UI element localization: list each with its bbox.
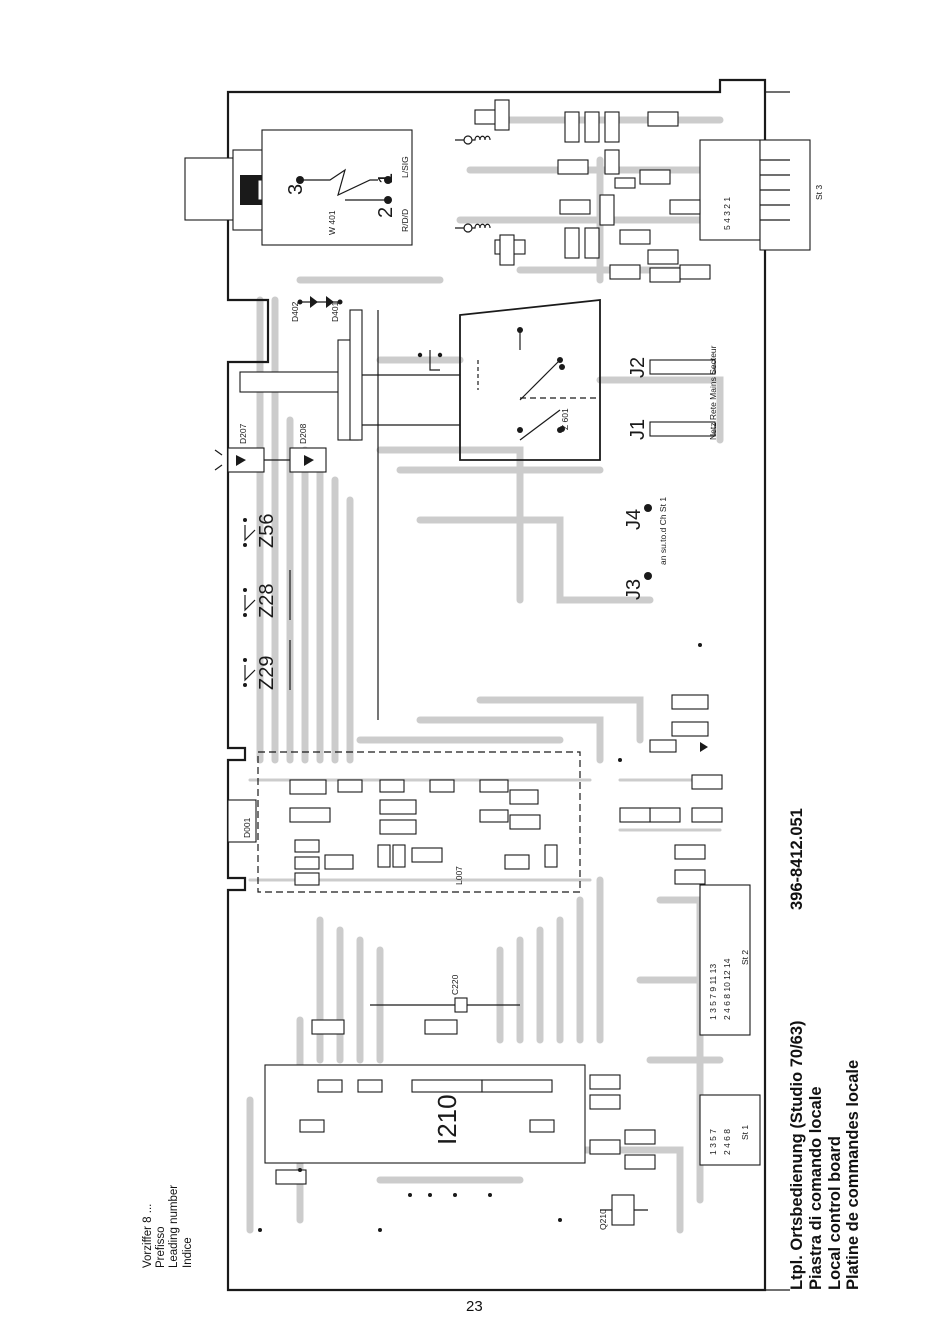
board-outline: [226, 78, 767, 1292]
subassembly-dashed-area: [257, 751, 581, 893]
label-st2-pins-top: 1 3 5 7 9 11 13: [708, 964, 718, 1020]
pad-j4: [644, 504, 652, 512]
quartz-q210: [600, 1194, 648, 1226]
label-mains: Netz Rete Mains Secteur: [708, 345, 718, 440]
caption: Ltpl. Ortsbedienung (Studio 70/63) Piast…: [788, 1020, 863, 1290]
diode-pair-d401-d402: [297, 296, 343, 308]
jack-socket: [184, 129, 413, 246]
leds-d207-d208: [214, 447, 327, 473]
label-z601: Z 601: [560, 408, 570, 430]
subassembly-components: [227, 779, 558, 886]
switch-z28: [243, 570, 291, 620]
label-j4: J4: [623, 509, 645, 530]
board-labels: 3 1 2 W 401 L/SIG R/D/D Z29 Z28 Z56 Z 60…: [238, 156, 824, 1230]
label-d001: D001: [242, 817, 252, 838]
label-lsig: L/SIG: [400, 156, 410, 178]
label-st1: St 1: [740, 1125, 750, 1140]
connector-st2: [699, 884, 751, 1036]
connector-st3: [699, 139, 811, 251]
label-j1: J1: [627, 419, 649, 440]
label-l007: L007: [454, 866, 464, 885]
prefix-line-fr: Indice: [181, 1237, 194, 1268]
prefix-line-it: Prefisso: [155, 1226, 168, 1268]
caption-line-it: Piastra di comando locale: [806, 1086, 825, 1290]
label-d401: D401: [330, 301, 340, 322]
label-i210: I210: [432, 1094, 462, 1145]
mains-switch-z601: [239, 298, 601, 461]
switch-z29: [243, 640, 291, 690]
label-st1-pins-top: 1 3 5 7: [708, 1129, 718, 1155]
label-pin3: 3: [285, 184, 307, 195]
label-c220: C220: [450, 974, 460, 995]
label-z56: Z56: [256, 514, 278, 548]
capacitor-c220: [370, 997, 520, 1013]
prefix-line-en: Leading number: [168, 1184, 181, 1268]
label-d208: D208: [298, 423, 308, 444]
label-w401: W 401: [327, 210, 337, 235]
part-number: 396-8412.051: [788, 808, 806, 910]
pad-j3: [644, 572, 652, 580]
label-j2: J2: [627, 357, 649, 378]
prefix-legend: Vorziffer 8 ... Prefisso Leading number …: [142, 1185, 195, 1268]
label-j3: J3: [623, 579, 645, 600]
label-z28: Z28: [256, 584, 278, 618]
label-st2: St 2: [740, 950, 750, 965]
transistor-cluster-208: [619, 694, 723, 885]
prefix-line-de: Vorziffer 8 ...: [142, 1203, 154, 1268]
caption-line-en: Local control board: [825, 1135, 844, 1290]
vias: [258, 352, 702, 1232]
label-st1-pins-bottom: 2 4 6 8: [722, 1129, 732, 1155]
label-pin2: 2: [375, 207, 397, 218]
caption-line-de: Ltpl. Ortsbedienung (Studio 70/63): [788, 1020, 806, 1290]
switch-z56: [243, 518, 256, 547]
label-ansuto: an su.to.d Ch St 1: [658, 497, 668, 565]
label-q210: Q210: [598, 1209, 608, 1230]
label-d402: D402: [290, 301, 300, 322]
copper-traces: [246, 116, 764, 1234]
audio-section-components: [455, 99, 711, 283]
caption-line-fr: Platine de commandes locale: [844, 1059, 863, 1290]
terminals-j1-j2: [559, 359, 716, 437]
page-number: 23: [466, 1298, 483, 1315]
connector-st1: [699, 1094, 761, 1166]
label-st2-pins-bottom: 2 4 6 8 10 12 14: [722, 958, 732, 1020]
label-st3-pins: 5 4 3 2 1: [722, 197, 732, 230]
label-rdd: R/D/D: [400, 209, 410, 232]
ic-i210: [264, 1019, 656, 1185]
label-st3: St 3: [814, 185, 824, 200]
label-z29: Z29: [256, 656, 278, 690]
label-pin1: 1: [375, 173, 397, 184]
label-d207: D207: [238, 423, 248, 444]
